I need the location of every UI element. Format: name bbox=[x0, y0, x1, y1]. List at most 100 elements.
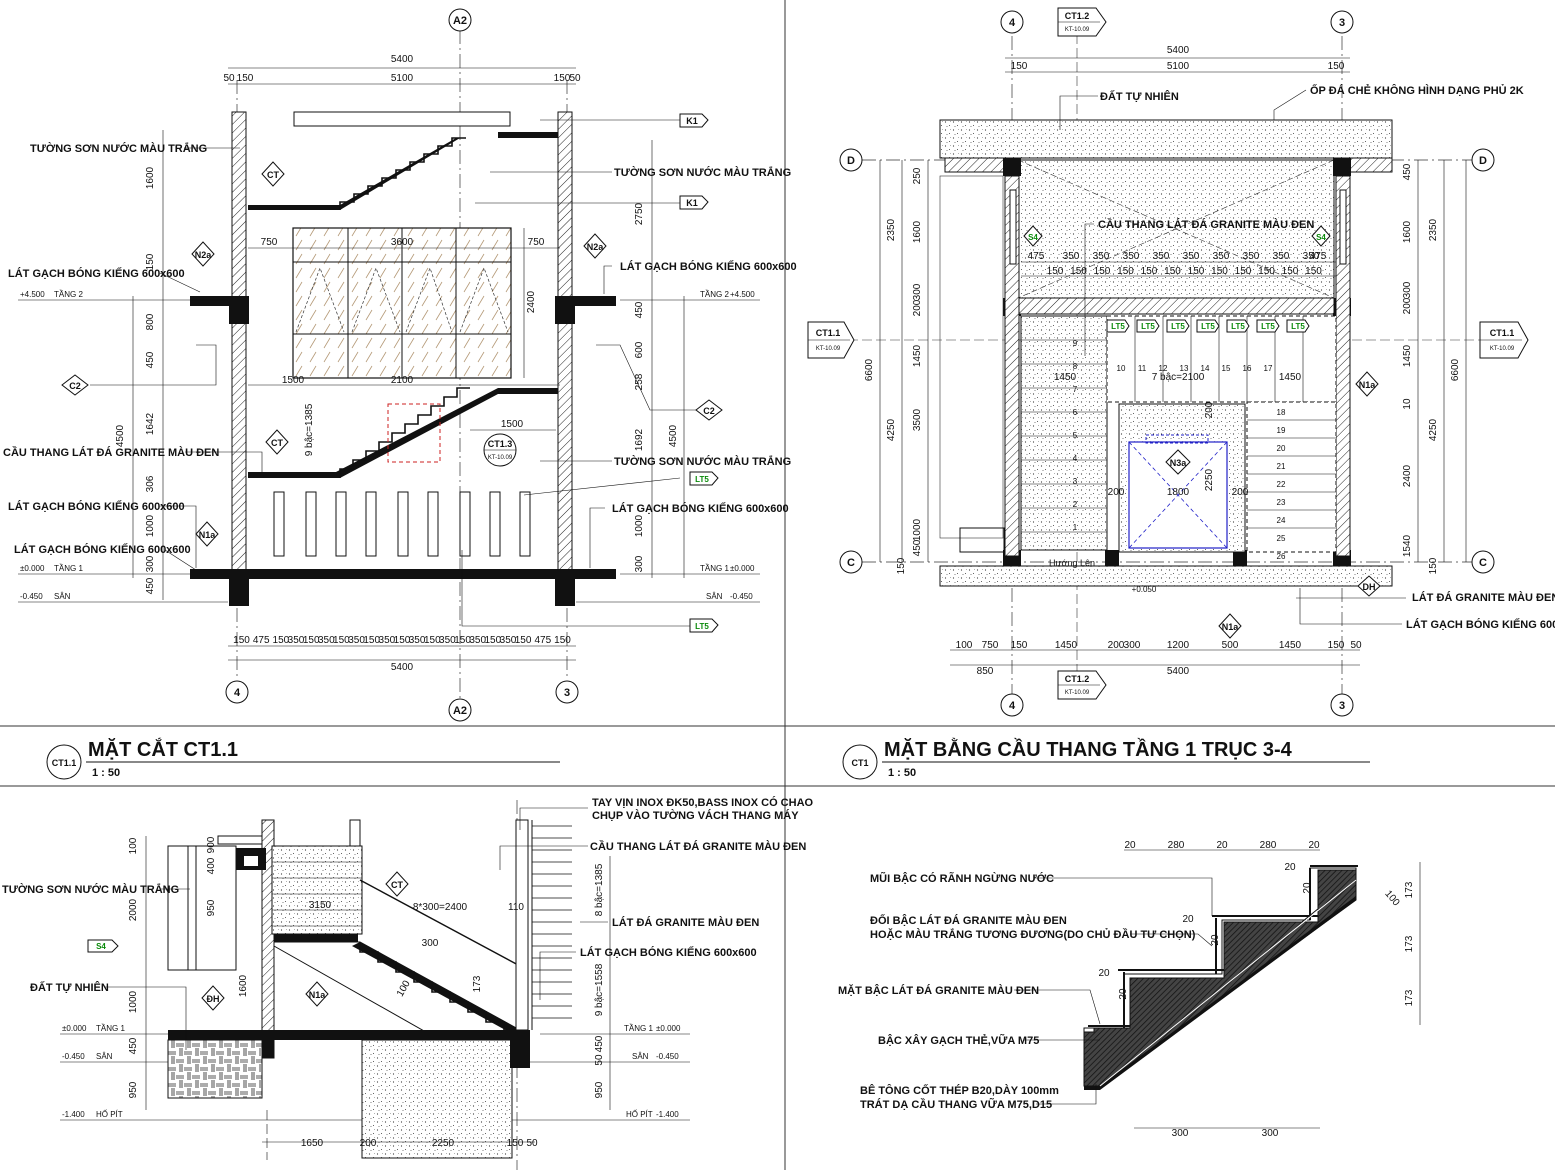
step-dim-top-20b: 20 bbox=[1216, 840, 1228, 851]
dim-left-300: 300 bbox=[145, 555, 156, 572]
grid-bubble-d-left: D bbox=[847, 155, 855, 167]
plan-dim-right-300: 300 bbox=[1402, 281, 1413, 298]
dim-bottom-seg-4: 150 bbox=[303, 635, 320, 646]
plan-dim-right-10: 10 bbox=[1402, 398, 1413, 410]
dim-2100: 2100 bbox=[391, 375, 414, 386]
pit-dim-bottom-1650: 1650 bbox=[301, 1138, 324, 1149]
level-tang1r-name: TẦNG 1 bbox=[700, 563, 729, 573]
note-tile-4: LÁT GẠCH BÓNG KIẾNG 600x600 bbox=[612, 502, 789, 515]
grid-bubble-4-bottom: 4 bbox=[1009, 700, 1016, 712]
step-dim-right-173b: 173 bbox=[1404, 935, 1415, 952]
plan-note-tile: LÁT GẠCH BÓNG KIẾNG 600x600 bbox=[1406, 618, 1555, 631]
dim-right-450: 450 bbox=[634, 301, 645, 318]
dim-top-5100: 5100 bbox=[391, 73, 414, 84]
pit-dim-bottom-2250: 2250 bbox=[432, 1138, 455, 1149]
step-dim-top-20a: 20 bbox=[1124, 840, 1136, 851]
pit-level-pitr-value: -1.400 bbox=[656, 1110, 679, 1119]
step-num-top-14: 14 bbox=[1201, 364, 1210, 373]
plan-dim-left-250: 250 bbox=[912, 167, 923, 184]
tag-n1a-plan: N1a bbox=[1359, 380, 1377, 390]
plan-dim-right-6600: 6600 bbox=[1450, 358, 1461, 381]
level-tang2r-name: TẦNG 2 bbox=[700, 289, 729, 299]
step-num-top-16: 16 bbox=[1243, 364, 1252, 373]
plan-dims-row-b-5: 150 bbox=[1164, 266, 1181, 277]
plan-dims-bottom-10: 50 bbox=[1350, 640, 1362, 651]
dim-left-150: 150 bbox=[145, 253, 156, 270]
level-sanr-name: SÂN bbox=[706, 592, 723, 601]
lt5-tag-2: LT5 bbox=[1171, 322, 1185, 331]
tag-lt5b: LT5 bbox=[695, 622, 709, 631]
plan-dims-row-7: 350 bbox=[1243, 251, 1260, 262]
tag-dh-plan: DH bbox=[1363, 582, 1376, 592]
plan-dims-bottom-3: 1450 bbox=[1055, 640, 1078, 651]
pit-level-pit-value: -1.400 bbox=[62, 1110, 85, 1119]
title-ct11-code: CT1.1 bbox=[52, 758, 77, 768]
plan-dims-bottom-0: 100 bbox=[956, 640, 973, 651]
dim-top-5400: 5400 bbox=[391, 54, 414, 65]
level-tang1-name: TẦNG 1 bbox=[54, 563, 83, 573]
step-num-top-12: 12 bbox=[1159, 364, 1168, 373]
level-tang2-value: +4.500 bbox=[20, 290, 45, 299]
grid-bubble-4-top: 4 bbox=[1009, 17, 1016, 29]
grid-bubble-d-right: D bbox=[1479, 155, 1487, 167]
plan-dim-right-200: 200 bbox=[1402, 297, 1413, 314]
plan-dim-1450a: 1450 bbox=[1054, 372, 1077, 383]
plan-dims-row-6: 350 bbox=[1213, 251, 1230, 262]
pit-note-natural-soil: ĐẤT TỰ NHIÊN bbox=[30, 981, 109, 994]
plan-dim-200a: 200 bbox=[1108, 487, 1125, 498]
step-num-right-19: 19 bbox=[1277, 426, 1286, 435]
plan-dims-row-9: 350 bbox=[1303, 251, 1320, 262]
plan-dim-left-3500: 3500 bbox=[912, 408, 923, 431]
plan-dim-left-6600: 6600 bbox=[864, 358, 875, 381]
dim-right-2400: 2400 bbox=[526, 290, 537, 313]
plan-dims-row-2: 350 bbox=[1093, 251, 1110, 262]
pit-dim-950: 950 bbox=[206, 899, 217, 916]
pit-tag-s4: S4 bbox=[96, 942, 106, 951]
plan-dim-right-1600: 1600 bbox=[1402, 220, 1413, 243]
dim-bottom-seg-12: 150 bbox=[424, 635, 441, 646]
grid-bubble-3: 3 bbox=[564, 687, 570, 699]
lt5-tag-1: LT5 bbox=[1141, 322, 1155, 331]
plan-dims-row-b-6: 150 bbox=[1188, 266, 1205, 277]
dim-left-4500: 4500 bbox=[115, 424, 126, 447]
title-block-ct11: CT1.1 MẶT CẮT CT1.1 1 : 50 bbox=[46, 737, 560, 780]
pit-level-tang1-value: ±0.000 bbox=[62, 1024, 87, 1033]
dim-bottom-seg-9: 350 bbox=[379, 635, 396, 646]
plan-note-natural-soil: ĐẤT TỰ NHIÊN bbox=[1100, 90, 1179, 103]
tag-k1a: K1 bbox=[686, 116, 698, 126]
dim-bottom-seg-8: 150 bbox=[363, 635, 380, 646]
plan-dims-bottom-7: 500 bbox=[1222, 640, 1239, 651]
cut-ct12-top: CT1.2 bbox=[1065, 11, 1090, 21]
dim-left-1000: 1000 bbox=[145, 514, 156, 537]
step-num-left-6: 6 bbox=[1073, 408, 1078, 417]
dim-top-150b: 150 bbox=[554, 73, 571, 84]
plan-dims-row-b-8: 150 bbox=[1235, 266, 1252, 277]
plan-dim-200c: 200 bbox=[1204, 401, 1215, 418]
note-tile-2: LÁT GẠCH BÓNG KIẾNG 600x600 bbox=[620, 260, 797, 273]
title-plan-code: CT1 bbox=[851, 758, 868, 768]
note-tile-1: LÁT GẠCH BÓNG KIẾNG 600x600 bbox=[8, 267, 185, 280]
step-num-left-3: 3 bbox=[1073, 477, 1078, 486]
pit-dim-900: 900 bbox=[206, 836, 217, 853]
level-san-value: -0.450 bbox=[20, 592, 43, 601]
dim-left-1642: 1642 bbox=[145, 412, 156, 435]
lt5-tag-4: LT5 bbox=[1231, 322, 1245, 331]
dim-top-50b: 50 bbox=[569, 73, 581, 84]
tag-n1a: N1a bbox=[199, 530, 217, 540]
pit-dim-bottom-50: 50 bbox=[526, 1138, 538, 1149]
pit-dim-2400: 8*300=2400 bbox=[413, 902, 468, 913]
title-block-plan: CT1 MẶT BẰNG CẦU THANG TẦNG 1 TRỤC 3-4 1… bbox=[842, 737, 1370, 780]
step-num-left-4: 4 bbox=[1073, 454, 1078, 463]
dim-right-600: 600 bbox=[634, 341, 645, 358]
level-tang2-name: TẦNG 2 bbox=[54, 289, 83, 299]
plan-level-0050: +0.050 bbox=[1132, 585, 1157, 594]
pit-level-san-name: SÂN bbox=[96, 1052, 113, 1061]
plan-dims-row-b-9: 150 bbox=[1258, 266, 1275, 277]
title-plan-scale: 1 : 50 bbox=[888, 767, 916, 779]
pit-note-wall-paint: TƯỜNG SƠN NƯỚC MÀU TRẮNG bbox=[2, 883, 179, 896]
step-dim-in-100: 100 bbox=[1382, 888, 1401, 908]
pit-dim-right-steps8: 8 bậc=1385 bbox=[594, 863, 605, 916]
note-tile-3: LÁT GẠCH BÓNG KIẾNG 600x600 bbox=[8, 500, 185, 513]
lt5-tag-6: LT5 bbox=[1291, 322, 1305, 331]
dim-750a: 750 bbox=[261, 237, 278, 248]
